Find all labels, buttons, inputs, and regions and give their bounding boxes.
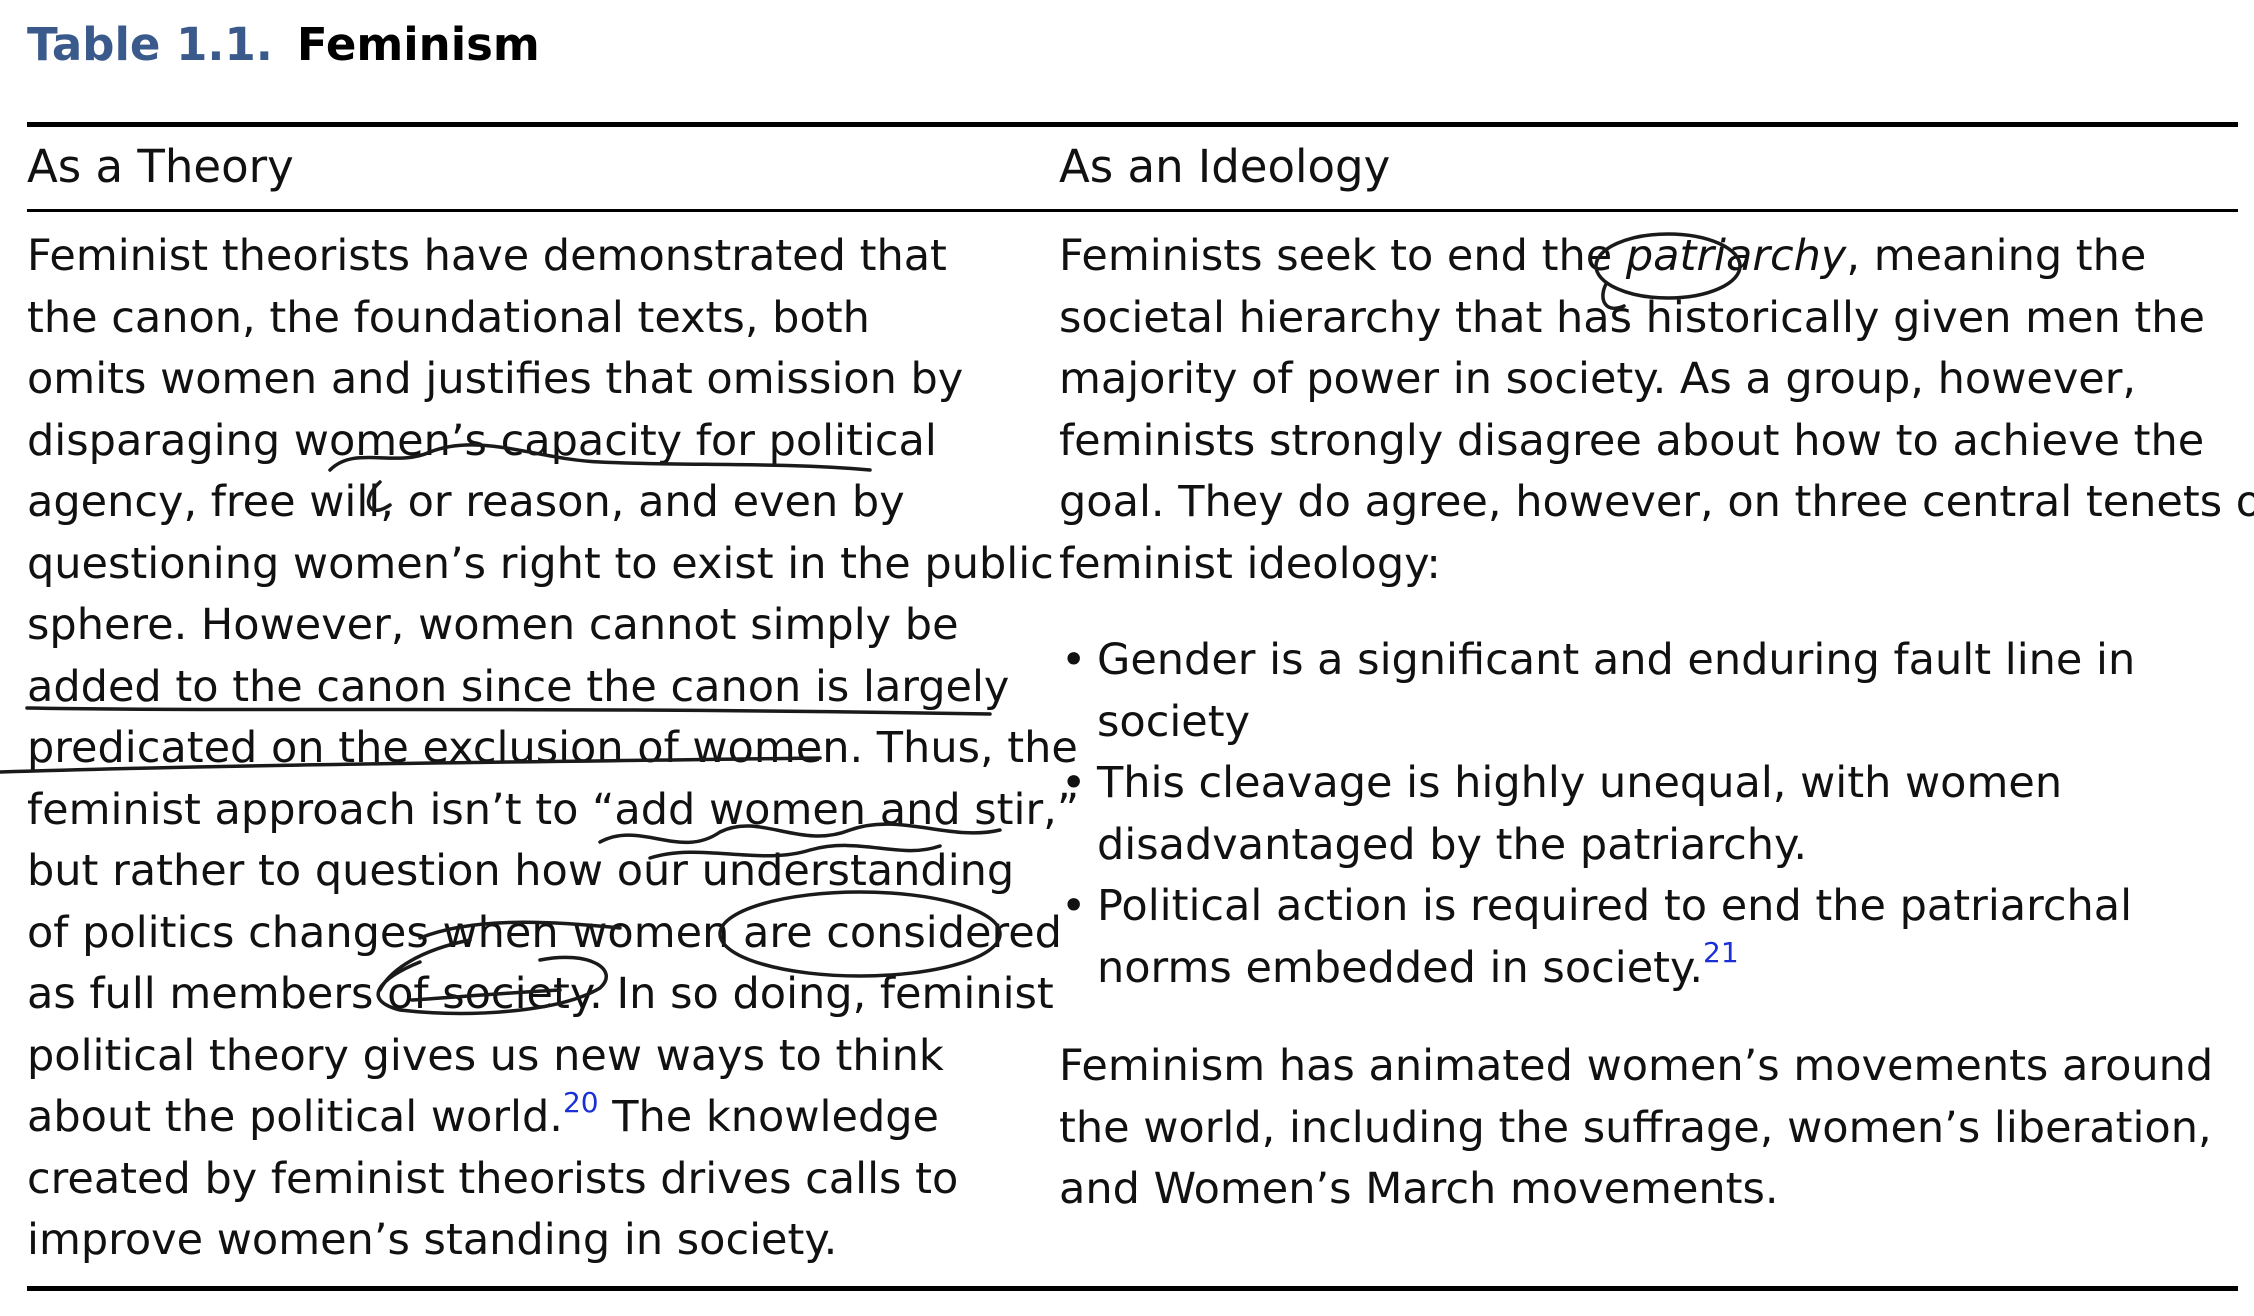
ideology-line: feminists strongly disagree about how to…: [1059, 415, 2205, 466]
bullet-icon: •: [1061, 635, 1087, 685]
bullet-text: norms embedded in society.21: [1097, 938, 2135, 1000]
bullet-icon: •: [1061, 758, 1087, 808]
column-header-theory: As a Theory: [27, 140, 294, 193]
bullet-text-part: norms embedded in society.: [1097, 942, 1704, 993]
theory-text: about the political world.: [27, 1092, 563, 1142]
ideology-text: Feminists seek to end the: [1059, 231, 1626, 281]
ideology-line: majority of power in society. As a group…: [1059, 354, 2137, 404]
tenets-list: • Gender is a significant and enduring f…: [1059, 630, 2135, 999]
bottom-rule: [27, 1286, 2238, 1291]
bullet-text: society: [1097, 696, 1251, 747]
theory-line: political theory gives us new ways to th…: [27, 1030, 944, 1081]
ideology-closing: Feminism has animated women’s movements …: [1059, 1036, 2213, 1221]
ideology-intro: Feminists seek to end the patriarchy, me…: [1059, 226, 2254, 595]
theory-line: questioning women’s right to exist in th…: [27, 538, 1054, 589]
ideology-text: , meaning the: [1846, 231, 2147, 281]
theory-line: omits women and justifies that omission …: [27, 354, 964, 404]
footnote-21-link[interactable]: 21: [1703, 936, 1739, 970]
patriarchy-term: patriarchy: [1625, 231, 1847, 281]
closing-line: and Women’s March movements.: [1059, 1164, 1779, 1214]
column-header-ideology: As an Ideology: [1059, 140, 1391, 193]
list-item: • This cleavage is highly unequal, with …: [1059, 753, 2135, 876]
theory-line: feminist approach isn’t to “add women an…: [27, 784, 1080, 835]
theory-line: improve women’s standing in society.: [27, 1215, 838, 1265]
table-title: Table 1.1. Feminism: [27, 18, 540, 71]
table-name: Feminism: [296, 18, 540, 71]
list-item: • Gender is a significant and enduring f…: [1059, 630, 2135, 753]
header-rule: [27, 209, 2238, 212]
bullet-icon: •: [1061, 881, 1087, 931]
theory-line: the canon, the foundational texts, both: [27, 292, 870, 343]
theory-line: Feminist theorists have demonstrated tha…: [27, 231, 947, 281]
ideology-line: feminist ideology:: [1059, 538, 1441, 589]
table-number: Table 1.1.: [27, 18, 273, 71]
theory-text: The knowledge: [598, 1092, 939, 1142]
ideology-line: goal. They do agree, however, on three c…: [1059, 477, 2254, 527]
closing-line: the world, including the suffrage, women…: [1059, 1102, 2212, 1153]
theory-line: predicated on the exclusion of women. Th…: [27, 723, 1078, 773]
bullet-text: disadvantaged by the patriarchy.: [1097, 819, 1808, 870]
bullet-text: Gender is a significant and enduring fau…: [1097, 635, 2136, 685]
theory-line: added to the canon since the canon is la…: [27, 661, 1010, 712]
theory-cell: Feminist theorists have demonstrated tha…: [27, 226, 1079, 1272]
ideology-line: Feminists seek to end the patriarchy, me…: [1059, 226, 2254, 288]
list-item: • Political action is required to end th…: [1059, 876, 2135, 999]
ideology-line: societal hierarchy that has historically…: [1059, 292, 2205, 343]
theory-line: agency, free will, or reason, and even b…: [27, 477, 905, 527]
theory-line: as full members of society. In so doing,…: [27, 969, 1054, 1019]
theory-line: disparaging women’s capacity for politic…: [27, 415, 937, 466]
top-rule: [27, 122, 2238, 127]
bullet-text: This cleavage is highly unequal, with wo…: [1097, 758, 2063, 808]
theory-line: about the political world.20 The knowled…: [27, 1087, 1079, 1149]
theory-line: created by feminist theorists drives cal…: [27, 1153, 959, 1204]
theory-line: sphere. However, women cannot simply be: [27, 600, 959, 650]
theory-line: of politics changes when women are consi…: [27, 907, 1062, 958]
theory-line: but rather to question how our understan…: [27, 846, 1015, 896]
closing-line: Feminism has animated women’s movements …: [1059, 1041, 2214, 1091]
footnote-20-link[interactable]: 20: [562, 1085, 599, 1119]
bullet-text: Political action is required to end the …: [1097, 881, 2133, 931]
